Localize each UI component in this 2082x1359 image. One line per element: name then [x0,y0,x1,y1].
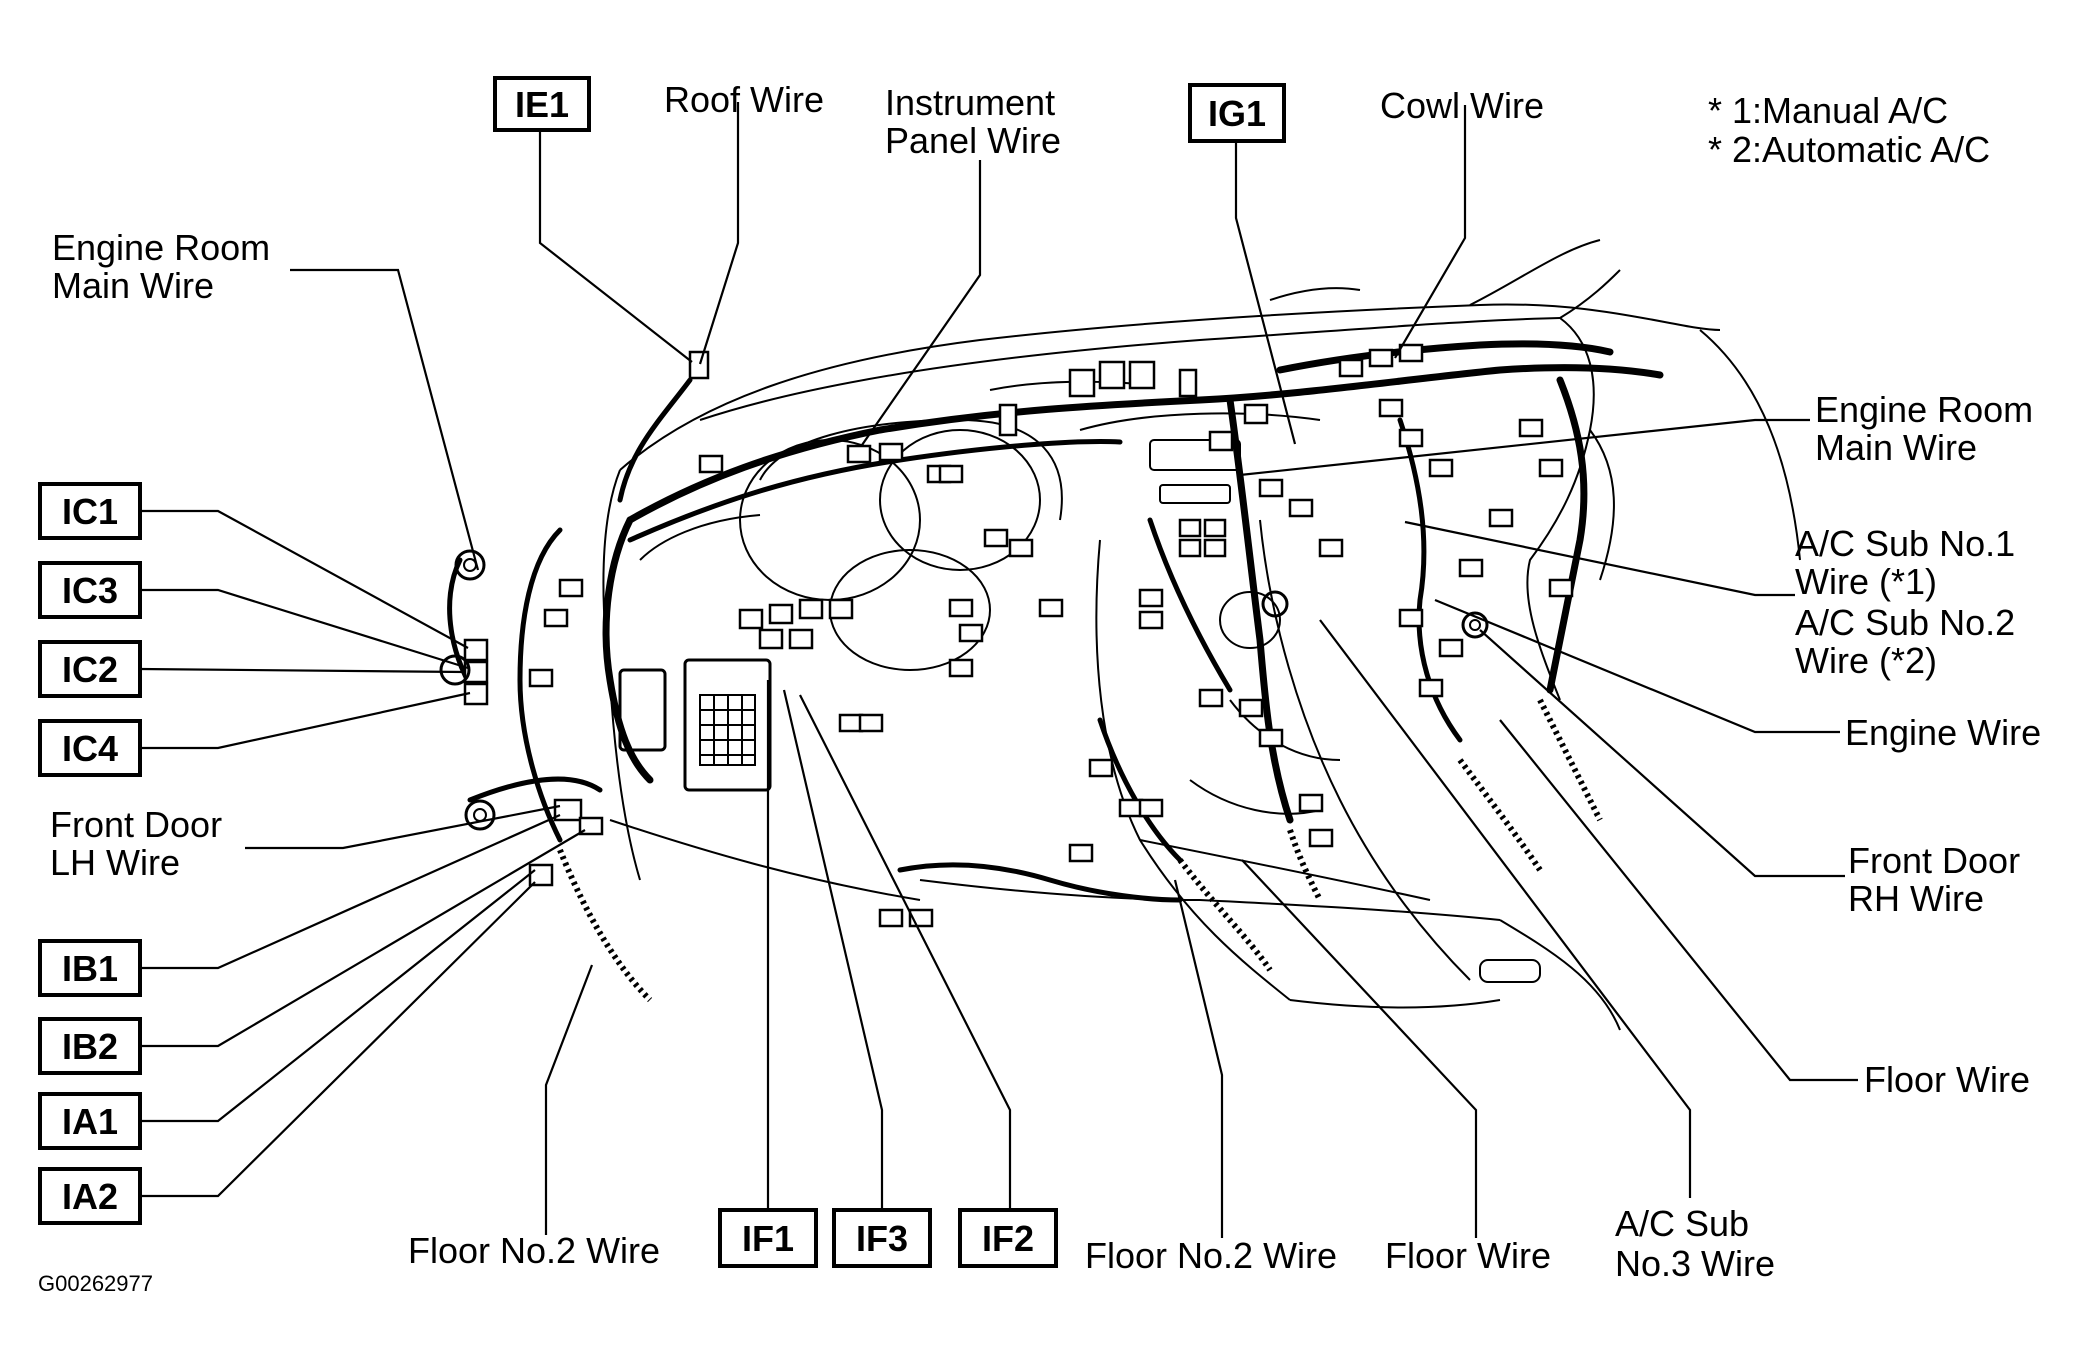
svg-text:IC4: IC4 [62,728,118,769]
label-roof-wire: Roof Wire [664,79,824,120]
junction-block [618,658,772,792]
label-engine-room-main-wire-right-1: Engine Room [1815,389,2033,430]
svg-text:IA2: IA2 [62,1176,118,1217]
code-box-IC2: IC2 [38,640,142,698]
label-floor-no2-wire-left: Floor No.2 Wire [408,1230,660,1271]
label-instrument-panel-wire-2: Panel Wire [885,120,1061,161]
connectors [463,343,1574,928]
svg-text:IE1: IE1 [515,84,569,125]
svg-text:IB1: IB1 [62,948,118,989]
note-automatic-ac: * 2:Automatic A/C [1708,129,1990,170]
boxed-connector-codes: IE1 IG1 IC1 IC3 IC2 IC4 IB1 IB2 [38,76,1286,1268]
svg-text:IF1: IF1 [742,1218,794,1259]
svg-text:IC1: IC1 [62,491,118,532]
label-ac-sub-no3-wire-1: A/C Sub [1615,1203,1749,1244]
label-floor-wire-right: Floor Wire [1864,1059,2030,1100]
leader-lines [139,102,1858,1238]
label-ac-sub-no2: A/C Sub No.2 [1795,602,2015,643]
svg-text:IC2: IC2 [62,649,118,690]
svg-text:IG1: IG1 [1208,93,1266,134]
label-front-door-rh-wire-1: Front Door [1848,840,2020,881]
label-front-door-rh-wire-2: RH Wire [1848,878,1984,919]
label-cowl-wire: Cowl Wire [1380,85,1544,126]
label-front-door-lh-wire-2: LH Wire [50,842,180,883]
code-box-IC4: IC4 [38,719,142,777]
label-floor-wire-bottom: Floor Wire [1385,1235,1551,1276]
code-box-IF3: IF3 [832,1208,932,1268]
label-ac-sub-no3-wire-2: No.3 Wire [1615,1243,1775,1284]
svg-text:IF3: IF3 [856,1218,908,1259]
label-floor-no2-wire-center: Floor No.2 Wire [1085,1235,1337,1276]
svg-text:IF2: IF2 [982,1218,1034,1259]
label-ac-sub-no1-note: Wire (*1) [1795,561,1937,602]
code-box-IC3: IC3 [38,561,142,619]
label-engine-room-main-wire-left-2: Main Wire [52,265,214,306]
code-box-IA2: IA2 [38,1167,142,1225]
label-engine-wire: Engine Wire [1845,712,2041,753]
svg-text:IB2: IB2 [62,1026,118,1067]
code-box-IC1: IC1 [38,482,142,540]
grommets [439,549,1489,831]
label-instrument-panel-wire-1: Instrument [885,82,1055,123]
code-box-IG1: IG1 [1188,83,1286,143]
figure-code: G00262977 [38,1271,153,1296]
label-engine-room-main-wire-left-1: Engine Room [52,227,270,268]
code-box-IF2: IF2 [958,1208,1058,1268]
code-box-IB2: IB2 [38,1017,142,1075]
wire-labels: Roof Wire Instrument Panel Wire Cowl Wir… [38,79,2041,1296]
label-front-door-lh-wire-1: Front Door [50,804,222,845]
wire-harnesses [447,340,1664,1003]
code-box-IB1: IB1 [38,939,142,997]
code-box-IF1: IF1 [718,1208,818,1268]
code-box-IA1: IA1 [38,1092,142,1150]
svg-text:IC3: IC3 [62,570,118,611]
label-ac-sub-no1: A/C Sub No.1 [1795,523,2015,564]
code-box-IE1: IE1 [493,76,591,132]
label-engine-room-main-wire-right-2: Main Wire [1815,427,1977,468]
svg-text:IA1: IA1 [62,1101,118,1142]
note-manual-ac: * 1:Manual A/C [1708,90,1948,131]
label-ac-sub-no2-note: Wire (*2) [1795,640,1937,681]
